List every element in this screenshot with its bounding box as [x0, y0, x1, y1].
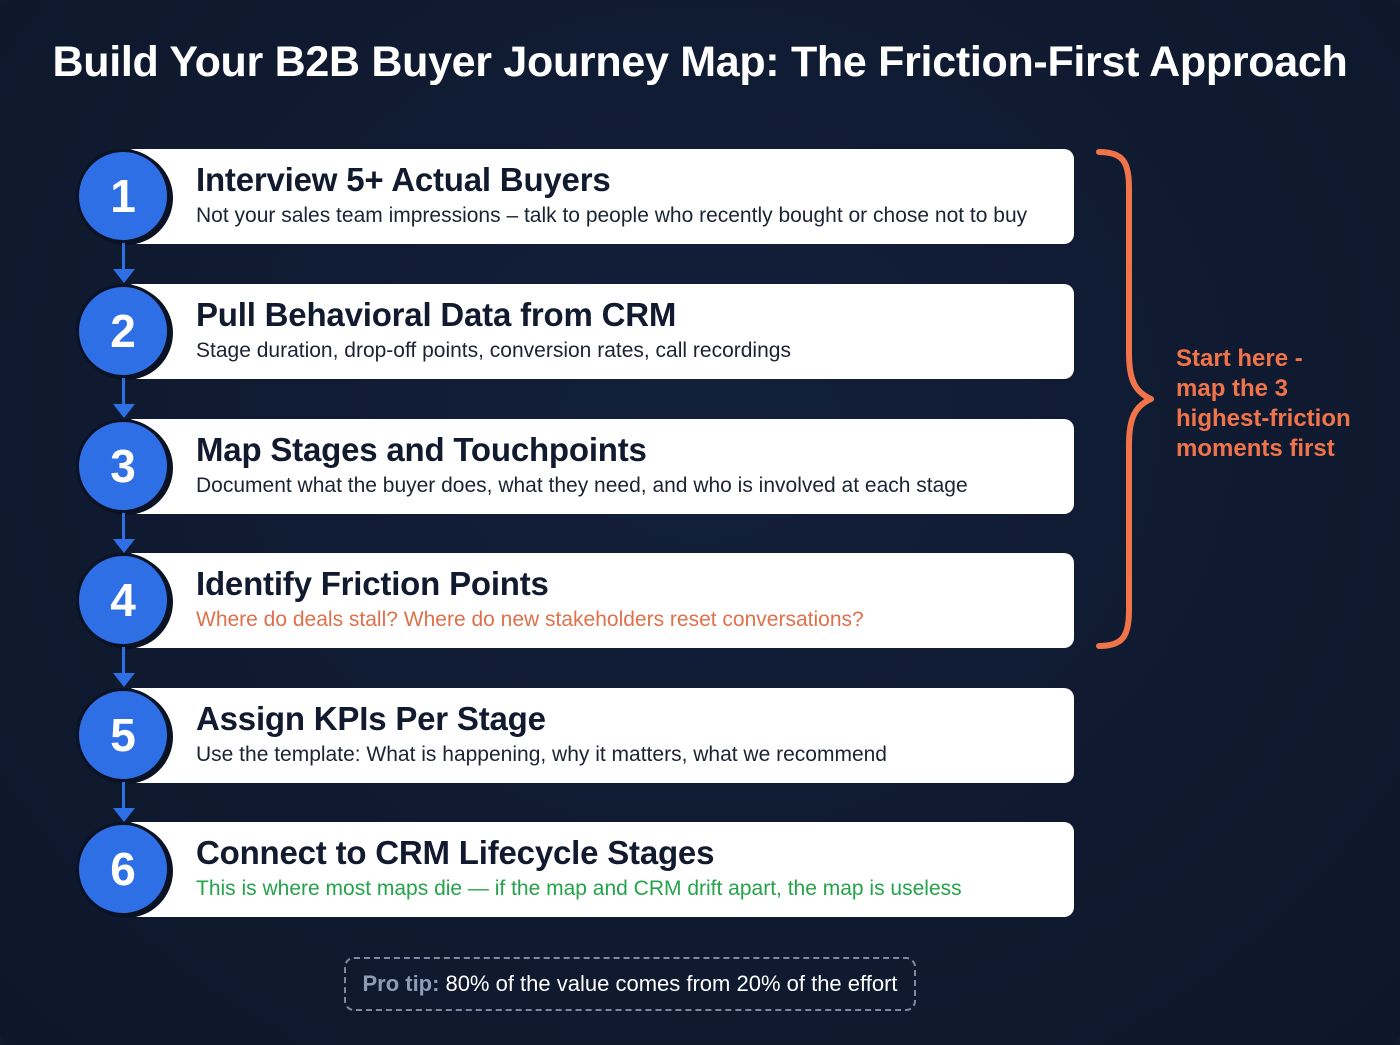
step-5: 5 Assign KPIs Per Stage Use the template… — [76, 688, 1074, 784]
step-4: 4 Identify Friction Points Where do deal… — [76, 553, 1074, 649]
step-number-badge: 5 — [76, 688, 170, 782]
step-number-badge: 1 — [76, 149, 170, 243]
step-description: Document what the buyer does, what they … — [196, 474, 968, 497]
step-card — [124, 822, 1074, 917]
step-description: Not your sales team impressions – talk t… — [196, 204, 1028, 227]
pro-tip-label: Pro tip: — [362, 971, 440, 996]
step-number-badge: 3 — [76, 419, 170, 513]
arrow-down-icon — [113, 782, 135, 824]
step-description: Where do deals stall? Where do new stake… — [196, 608, 864, 631]
step-description: This is where most maps die — if the map… — [196, 877, 962, 900]
step-title: Assign KPIs Per Stage — [196, 700, 546, 737]
step-title: Pull Behavioral Data from CRM — [196, 296, 677, 333]
arrow-down-icon — [113, 378, 135, 420]
step-1: 1 Interview 5+ Actual Buyers Not your sa… — [76, 149, 1074, 245]
pro-tip-text: 80% of the value comes from 20% of the e… — [445, 971, 898, 996]
step-card — [124, 149, 1074, 244]
arrow-down-icon — [113, 647, 135, 689]
brace-annotation: Start here - map the 3 highest-friction … — [1176, 345, 1351, 462]
page-title: Build Your B2B Buyer Journey Map: The Fr… — [52, 38, 1348, 86]
step-number-badge: 4 — [76, 553, 170, 647]
step-description: Stage duration, drop-off points, convers… — [196, 339, 791, 362]
step-description: Use the template: What is happening, why… — [196, 743, 887, 766]
step-title: Interview 5+ Actual Buyers — [196, 161, 611, 198]
step-title: Identify Friction Points — [196, 565, 549, 602]
step-title: Connect to CRM Lifecycle Stages — [196, 834, 715, 871]
step-card — [124, 419, 1074, 514]
step-title: Map Stages and Touchpoints — [196, 431, 647, 468]
step-number-badge: 6 — [76, 822, 170, 916]
step-card — [124, 688, 1074, 783]
pro-tip-box: Pro tip: 80% of the value comes from 20%… — [344, 957, 916, 1011]
step-3: 3 Map Stages and Touchpoints Document wh… — [76, 419, 1074, 515]
arrow-down-icon — [113, 243, 135, 285]
curly-brace-icon — [1096, 149, 1154, 649]
step-number-badge: 2 — [76, 284, 170, 378]
step-6: 6 Connect to CRM Lifecycle Stages This i… — [76, 822, 1074, 918]
arrow-down-icon — [113, 513, 135, 555]
step-card — [124, 284, 1074, 379]
step-2: 2 Pull Behavioral Data from CRM Stage du… — [76, 284, 1074, 380]
step-card — [124, 553, 1074, 648]
